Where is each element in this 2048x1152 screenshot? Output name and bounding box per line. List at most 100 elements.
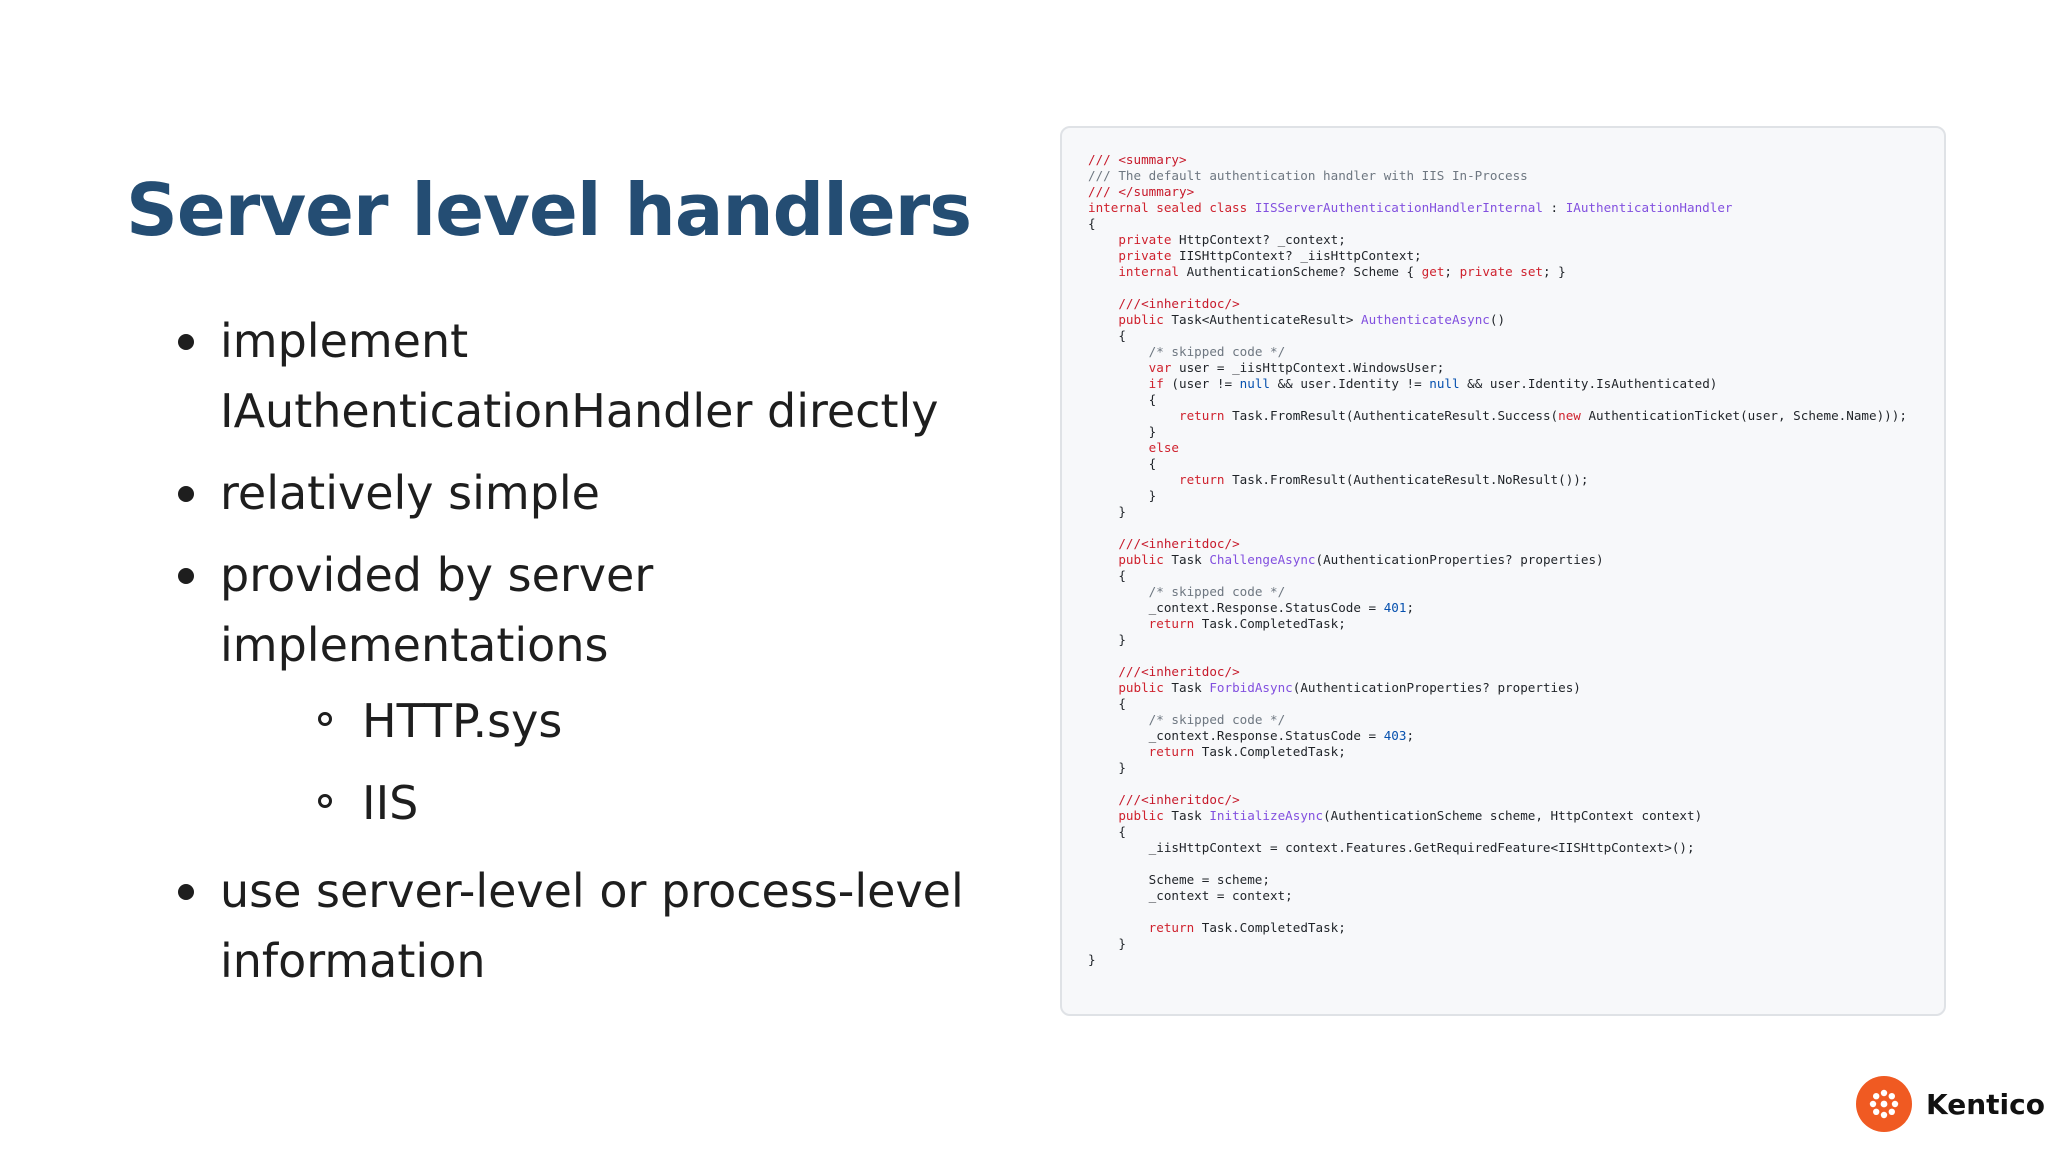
kentico-logo-icon	[1856, 1076, 1912, 1132]
code-token: Task.CompletedTask;	[1194, 744, 1346, 759]
code-token: ChallengeAsync	[1209, 552, 1316, 567]
code-token: _context.Response.StatusCode =	[1088, 728, 1384, 743]
code-line: var user = _iisHttpContext.WindowsUser;	[1088, 360, 1944, 376]
code-token: {	[1088, 696, 1126, 711]
code-token: _context = context;	[1088, 888, 1293, 903]
code-line: _context.Response.StatusCode = 401;	[1088, 600, 1944, 616]
code-token: Task.CompletedTask;	[1194, 920, 1346, 935]
code-token: public	[1118, 808, 1164, 823]
code-token: HttpContext? _context;	[1171, 232, 1346, 247]
code-token: get	[1421, 264, 1445, 279]
bullet-item: use server-level or process-level inform…	[172, 856, 1012, 996]
code-token: IISHttpContext? _iisHttpContext;	[1171, 248, 1422, 263]
code-token: return	[1148, 744, 1195, 759]
code-line: ​	[1088, 520, 1944, 536]
code-token	[1088, 472, 1179, 487]
code-line: ​	[1088, 776, 1944, 792]
kentico-logo-text: Kentico	[1926, 1087, 2045, 1121]
code-token: _iisHttpContext = context.Features.GetRe…	[1088, 840, 1695, 855]
code-token: return	[1179, 408, 1225, 423]
code-token: AuthenticateAsync	[1360, 312, 1490, 327]
code-token: public	[1118, 680, 1164, 695]
code-line: {	[1088, 216, 1944, 232]
code-token: null	[1429, 376, 1460, 391]
code-line: {	[1088, 456, 1944, 472]
code-token: Task<AuthenticateResult>	[1163, 312, 1361, 327]
code-token: ; }	[1542, 264, 1566, 279]
bullet-text: use server-level or process-level inform…	[220, 864, 964, 988]
code-token: var	[1148, 360, 1172, 375]
code-token: private set	[1459, 264, 1543, 279]
code-line: return Task.CompletedTask;	[1088, 744, 1944, 760]
code-line: }	[1088, 424, 1944, 440]
slide-title: Server level handlers	[126, 168, 972, 252]
code-token	[1088, 232, 1118, 247]
code-line: ///<inheritdoc/>	[1088, 536, 1944, 552]
code-token: Task	[1163, 680, 1210, 695]
code-token: /* skipped code */	[1148, 712, 1286, 727]
code-token: }	[1088, 760, 1126, 775]
code-line: /* skipped code */	[1088, 344, 1944, 360]
bullet-list: implement IAuthenticationHandler directl…	[172, 306, 1012, 1008]
code-line: {	[1088, 824, 1944, 840]
code-line: public Task ForbidAsync(AuthenticationPr…	[1088, 680, 1944, 696]
code-token	[1088, 712, 1149, 727]
code-line: internal AuthenticationScheme? Scheme { …	[1088, 264, 1944, 280]
code-line: {	[1088, 328, 1944, 344]
code-line: public Task<AuthenticateResult> Authenti…	[1088, 312, 1944, 328]
code-line: {	[1088, 568, 1944, 584]
code-token: (AuthenticationScheme scheme, HttpContex…	[1323, 808, 1703, 823]
code-token: if	[1148, 376, 1164, 391]
code-token: {	[1088, 392, 1157, 407]
sub-bullet-item: IIS	[220, 762, 1012, 844]
code-token: _context.Response.StatusCode =	[1088, 600, 1384, 615]
code-token: ;	[1444, 264, 1460, 279]
code-line: }	[1088, 632, 1944, 648]
code-line: Scheme = scheme;	[1088, 872, 1944, 888]
code-line: return Task.CompletedTask;	[1088, 616, 1944, 632]
bullet-item: provided by server implementations HTTP.…	[172, 540, 1012, 844]
code-line: return Task.CompletedTask;	[1088, 920, 1944, 936]
bullet-text: relatively simple	[220, 466, 600, 520]
code-token: 401	[1383, 600, 1407, 615]
code-token: /// <summary>	[1088, 152, 1187, 167]
code-token: :	[1542, 200, 1566, 215]
code-token: Task.FromResult(AuthenticateResult.Succe…	[1224, 408, 1559, 423]
code-line: ​	[1088, 648, 1944, 664]
code-token: }	[1088, 488, 1157, 503]
code-token: (user !=	[1163, 376, 1240, 391]
code-token	[1088, 792, 1118, 807]
code-token: Task	[1163, 808, 1210, 823]
code-panel: /// <summary>/// The default authenticat…	[1060, 126, 1946, 1016]
code-line: }	[1088, 936, 1944, 952]
code-token: 403	[1383, 728, 1407, 743]
code-line: /// </summary>	[1088, 184, 1944, 200]
code-token: ()	[1489, 312, 1506, 327]
code-line: ​	[1088, 280, 1944, 296]
code-token	[1088, 264, 1118, 279]
code-token: }	[1088, 952, 1096, 967]
code-token: AuthenticationTicket(user, Scheme.Name))…	[1580, 408, 1907, 423]
kentico-logo: Kentico	[1856, 1076, 2045, 1132]
code-token	[1088, 344, 1149, 359]
code-token	[1088, 552, 1118, 567]
code-token: new	[1558, 408, 1581, 423]
code-line: public Task InitializeAsync(Authenticati…	[1088, 808, 1944, 824]
code-token	[1088, 664, 1118, 679]
code-line: {	[1088, 696, 1944, 712]
code-token: (AuthenticationProperties? properties)	[1315, 552, 1604, 567]
code-token: {	[1088, 328, 1126, 343]
bullet-item: implement IAuthenticationHandler directl…	[172, 306, 1012, 446]
code-token: null	[1239, 376, 1271, 391]
code-line: internal sealed class IISServerAuthentic…	[1088, 200, 1944, 216]
code-token: ;	[1406, 728, 1415, 743]
code-line: _iisHttpContext = context.Features.GetRe…	[1088, 840, 1944, 856]
code-token: return	[1179, 472, 1225, 487]
code-token: }	[1088, 504, 1126, 519]
code-line: /* skipped code */	[1088, 712, 1944, 728]
code-line: _context = context;	[1088, 888, 1944, 904]
code-token: ForbidAsync	[1209, 680, 1293, 695]
code-token: internal	[1118, 264, 1180, 279]
code-token	[1088, 312, 1118, 327]
code-token: IISServerAuthenticationHandlerInternal	[1254, 200, 1543, 215]
